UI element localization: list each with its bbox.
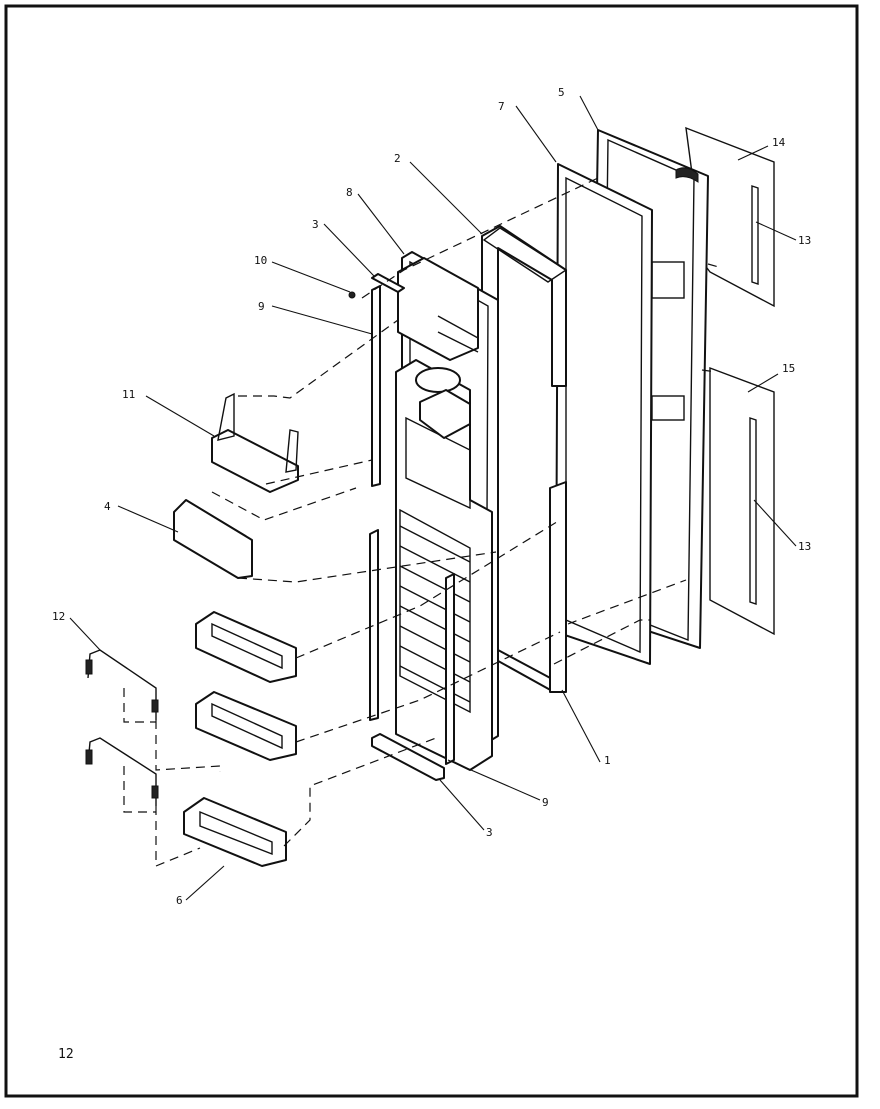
part-13-trim-strip-upper [751,185,759,285]
page-border [4,4,859,1098]
upper-compartment-box [397,257,479,361]
part-1-trim-strip [549,481,567,693]
door-bin-middle [195,691,297,761]
part-15-lower-panel [709,366,775,636]
door-bin-upper [195,611,297,683]
part-11-door-bin [211,392,299,493]
part-3-top-rail [371,273,405,293]
callout-label: 1 [604,754,611,767]
part-5-shelf-bin [173,499,253,579]
door-shelf-slats [399,508,471,714]
shelf-frame [395,359,493,771]
assembly-alignment-lines [123,177,723,867]
callout-labels: 5 7 2 8 3 10 9 11 4 12 14 15 13 13 1 9 3… [52,86,811,907]
part-9-side-rail-lower [445,573,455,765]
callout-label: 6 [176,894,183,907]
part-10-screw [348,291,356,299]
callout-label: 10 [254,254,267,267]
part-12-support-wire-upper [85,649,159,720]
part-6-door-bin-lower [183,797,287,867]
page-number: 12 [58,1047,74,1062]
part-9-side-rail-left [369,529,379,721]
callout-label: 5 [558,86,565,99]
part-7-door-gasket [555,163,653,665]
part-13-trim-strip-lower [749,417,757,605]
callout-label: 15 [782,362,795,375]
callout-label: 8 [346,186,353,199]
part-9-side-rail-upper [371,285,381,487]
callout-label: 7 [498,100,505,113]
callout-label: 2 [394,152,401,165]
callout-label: 9 [258,300,265,313]
callout-label: 3 [312,218,319,231]
callout-leaders [69,95,797,901]
callout-label: 11 [122,388,135,401]
callout-label: 12 [52,610,65,623]
part-3-bottom-rail [371,733,445,781]
callout-label: 14 [772,136,786,149]
callout-label: 3 [486,826,493,839]
callout-label: 13 [798,540,811,553]
callout-label: 13 [798,234,811,247]
callout-label: 9 [542,796,549,809]
part-12-support-wire-lower [85,737,159,806]
callout-label: 4 [104,500,111,513]
